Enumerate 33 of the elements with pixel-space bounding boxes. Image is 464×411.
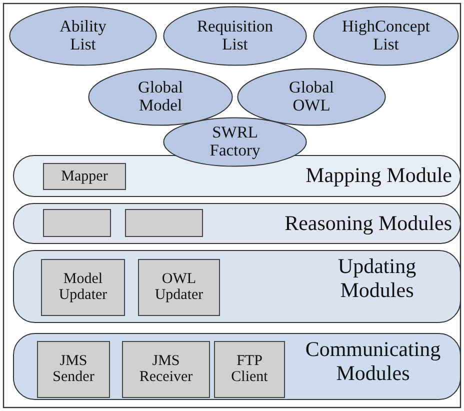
module-title: Mapping Module bbox=[304, 164, 452, 188]
ellipse-node bbox=[163, 117, 307, 167]
component-box bbox=[122, 341, 210, 398]
component-label: JMS Receiver bbox=[138, 352, 194, 386]
component-label: FTP Client bbox=[230, 352, 269, 386]
component-box bbox=[41, 259, 125, 316]
ellipse-label: Requisition List bbox=[196, 18, 274, 54]
module-title: Communicating Modules bbox=[304, 338, 442, 386]
ellipse-node bbox=[9, 6, 157, 66]
component-label: OWL Updater bbox=[154, 270, 204, 304]
component-label: Mapper bbox=[60, 168, 109, 185]
ellipse-node bbox=[163, 6, 307, 66]
component-box bbox=[125, 209, 203, 237]
component-box bbox=[43, 209, 111, 237]
module-title: Reasoning Modules bbox=[284, 212, 452, 236]
component-box bbox=[43, 163, 126, 190]
component-label: Model Updater bbox=[58, 270, 108, 304]
component-box bbox=[214, 341, 285, 398]
ellipse-node bbox=[313, 6, 459, 66]
module-title: Updating Modules bbox=[336, 255, 418, 302]
ellipse-label: Global Model bbox=[137, 78, 184, 116]
component-box bbox=[37, 341, 110, 398]
ellipse-node bbox=[88, 68, 233, 126]
ellipse-label: SWRL Factory bbox=[208, 124, 262, 160]
component-label: JMS Sender bbox=[52, 352, 96, 386]
module-band bbox=[13, 203, 461, 244]
module-band bbox=[13, 250, 461, 323]
module-band bbox=[13, 333, 461, 400]
component-box bbox=[138, 259, 220, 316]
ellipse-label: HighConcept List bbox=[341, 18, 431, 54]
ellipse-label: Ability List bbox=[58, 18, 108, 54]
ellipse-label: Global OWL bbox=[288, 78, 335, 116]
ellipse-node bbox=[237, 68, 386, 126]
